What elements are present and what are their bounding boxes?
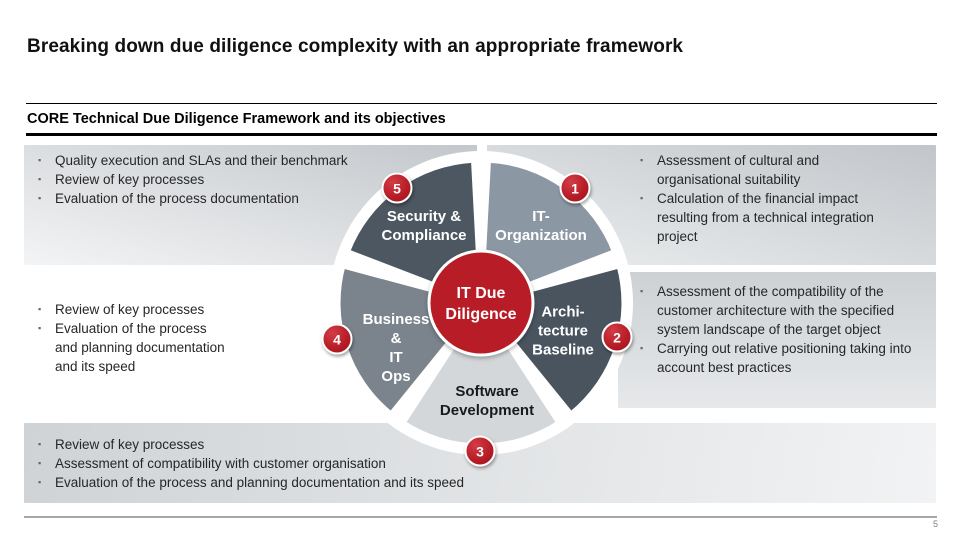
wedge-label-security-compliance: Security & Compliance (381, 208, 467, 244)
footer-divider (24, 516, 937, 518)
bullet-square-icon: ▪ (640, 155, 644, 165)
bullet-text: Review of key processes (55, 302, 205, 317)
bullet-text: Assessment of cultural and organisationa… (657, 153, 820, 187)
bullet-item: ▪ Review of key processes (36, 170, 476, 189)
note-box-mid-right (618, 272, 936, 408)
center-label: IT Due Diligence (445, 285, 517, 323)
wedge-label-it-organization: IT- Organization (495, 208, 587, 244)
notes-mid-right: ▪ Assessment of the compatibility of the … (638, 282, 916, 377)
bullet-square-icon: ▪ (640, 193, 644, 203)
bullet-item: ▪ Assessment of cultural and organisation… (638, 151, 882, 189)
bullet-square-icon: ▪ (38, 323, 42, 333)
bullet-square-icon: ▪ (38, 439, 42, 449)
bullet-text: Evaluation of the process documentation (55, 191, 299, 206)
bullet-item: ▪ Assessment of compatibility with custom… (36, 454, 596, 473)
bullet-square-icon: ▪ (38, 155, 42, 165)
bullet-square-icon: ▪ (38, 174, 42, 184)
bullet-text: Evaluation of the process and planning d… (55, 321, 225, 374)
center-circle (427, 249, 535, 357)
bullet-text: Review of key processes (55, 437, 205, 452)
header-divider-thin (26, 103, 937, 104)
page-number: 5 (932, 519, 938, 529)
bullet-text: Assessment of the compatibility of the c… (657, 284, 895, 337)
bullet-text: Quality execution and SLAs and their ben… (55, 153, 348, 168)
bullet-item: ▪ Carrying out relative positioning takin… (638, 339, 916, 377)
header-divider-thick (26, 133, 937, 136)
notes-bottom: ▪ Review of key processes ▪ Assessment of … (36, 435, 596, 492)
badge-5: 5 (381, 172, 413, 204)
bullet-item: ▪ Evaluation of the process documentation (36, 189, 476, 208)
bullet-item: ▪ Evaluation of the process and planning … (36, 473, 596, 492)
bullet-item: ▪ Review of key processes (36, 300, 231, 319)
bullet-square-icon: ▪ (38, 193, 42, 203)
notes-top-left: ▪ Quality execution and SLAs and their be… (36, 151, 476, 208)
badge-4: 4 (321, 323, 353, 355)
bullet-text: Carrying out relative positioning taking… (657, 341, 912, 375)
badge-2: 2 (601, 321, 633, 353)
wedge-label-business-it-ops: Business & IT Ops (362, 311, 430, 385)
notes-mid-left: ▪ Review of key processes ▪ Evaluation of … (36, 300, 231, 376)
notes-top-right: ▪ Assessment of cultural and organisation… (638, 151, 882, 246)
bullet-square-icon: ▪ (38, 458, 42, 468)
bullet-item: ▪ Quality execution and SLAs and their be… (36, 151, 476, 170)
bullet-item: ▪ Evaluation of the process and planning … (36, 319, 231, 376)
wedge-label-software-development: Software Development (439, 383, 535, 419)
badge-1: 1 (559, 172, 591, 204)
bullet-text: Assessment of compatibility with custome… (55, 456, 386, 471)
wedge-label-architecture-baseline: Archi- tecture Baseline (532, 303, 594, 359)
bullet-square-icon: ▪ (640, 286, 644, 296)
bullet-text: Evaluation of the process and planning d… (55, 475, 465, 490)
section-header: CORE Technical Due Diligence Framework a… (27, 111, 446, 127)
bullet-item: ▪ Assessment of the compatibility of the … (638, 282, 916, 339)
bullet-square-icon: ▪ (38, 304, 42, 314)
bullet-square-icon: ▪ (640, 343, 644, 353)
due-diligence-wheel-diagram (329, 151, 633, 455)
badge-3: 3 (464, 435, 496, 467)
bullet-square-icon: ▪ (38, 477, 42, 487)
bullet-text: Review of key processes (55, 172, 205, 187)
page-title: Breaking down due diligence complexity w… (27, 36, 684, 57)
bullet-item: ▪ Review of key processes (36, 435, 596, 454)
bullet-item: ▪ Calculation of the financial impact res… (638, 189, 882, 246)
bullet-text: Calculation of the financial impact resu… (657, 191, 874, 244)
